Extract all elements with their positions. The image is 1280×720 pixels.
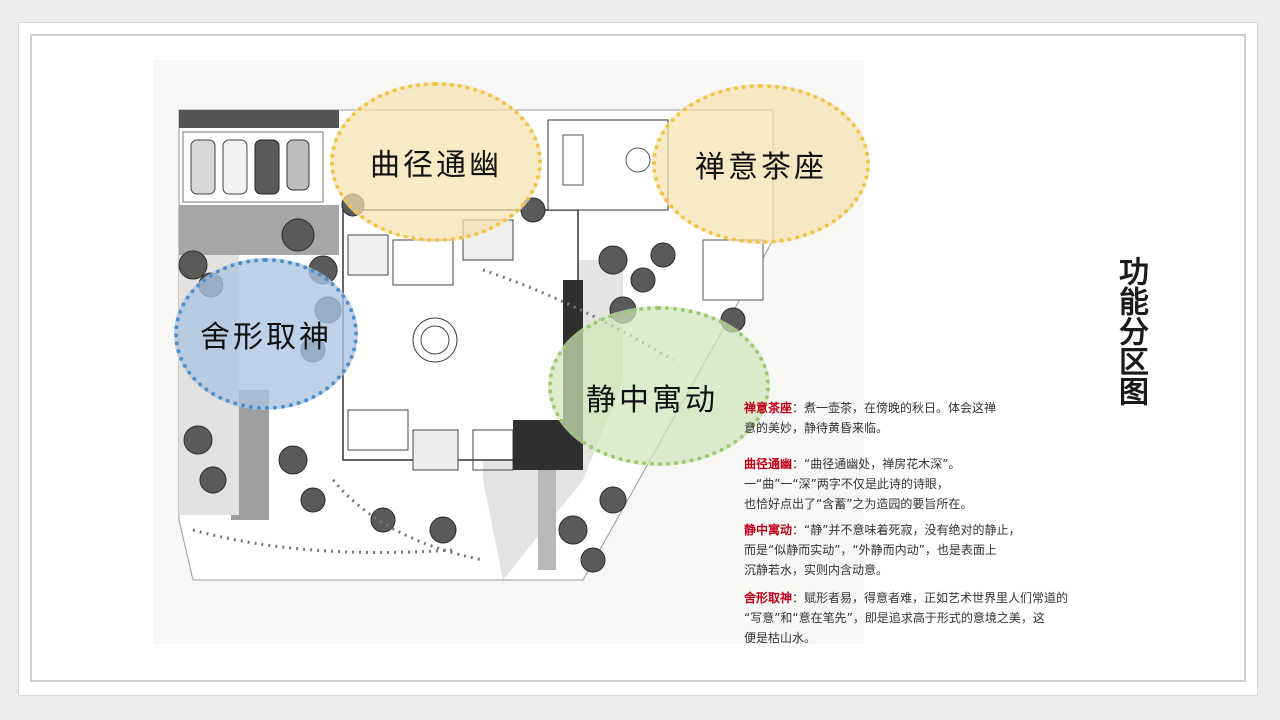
title-panel [1090, 56, 1176, 542]
term-label: 禅意茶座 [744, 401, 793, 415]
desc-line: ：赋形者易，得意者难，正如艺术世界里人们常道的 [792, 591, 1069, 605]
page-title: 功能分区图 [1113, 256, 1148, 406]
description-path: 曲径通幽：“曲径通幽处，禅房花木深”。 一“曲”一“深”两字不仅是此诗的诗眼， … [744, 454, 1184, 514]
desc-line: 意的美妙，静待黄昏来临。 [744, 421, 889, 435]
zone-zen-tea: 禅意茶座 [652, 84, 870, 244]
description-tea: 禅意茶座：煮一壶茶，在傍晚的秋日。体会这禅 意的美妙，静待黄昏来临。 [744, 398, 1184, 438]
term-label: 静中寓动 [744, 523, 793, 537]
description-calm: 静中寓动：“静”并不意味着死寂，没有绝对的静止， 而是“似静而实动”，“外静而内… [744, 520, 1184, 580]
inner-frame [30, 34, 1246, 682]
desc-line: 一“曲”一“深”两字不仅是此诗的诗眼， [744, 477, 949, 491]
zone-winding-path: 曲径通幽 [330, 82, 542, 242]
description-form: 舍形取神：赋形者易，得意者难，正如艺术世界里人们常道的 “写意”和“意在笔先”，… [744, 588, 1184, 648]
zone-zen-tea-label: 禅意茶座 [695, 150, 827, 185]
desc-line: 沉静若水，实则内含动意。 [744, 563, 889, 577]
zone-stillness-motion: 静中寓动 [548, 306, 770, 466]
desc-line: 而是“似静而实动”，“外静而内动”，也是表面上 [744, 543, 997, 557]
desc-line: 便是枯山水。 [744, 631, 817, 645]
desc-line: ：煮一壶茶，在傍晚的秋日。体会这禅 [792, 401, 997, 415]
term-label: 舍形取神 [744, 591, 793, 605]
desc-line: 也恰好点出了“含蓄”之为造园的要旨所在。 [744, 497, 973, 511]
zone-form-spirit-label: 舍形取神 [200, 320, 332, 355]
zone-winding-path-label: 曲径通幽 [370, 148, 502, 183]
zone-stillness-motion-label: 静中寓动 [586, 383, 718, 418]
desc-line: ：“静”并不意味着死寂，没有绝对的静止， [792, 523, 1021, 537]
desc-line: “写意”和“意在笔先”，即是追求高于形式的意境之美，这 [744, 611, 1045, 625]
term-label: 曲径通幽 [744, 457, 793, 471]
zone-form-spirit: 舍形取神 [174, 258, 358, 410]
desc-line: ：“曲径通幽处，禅房花木深”。 [792, 457, 961, 471]
